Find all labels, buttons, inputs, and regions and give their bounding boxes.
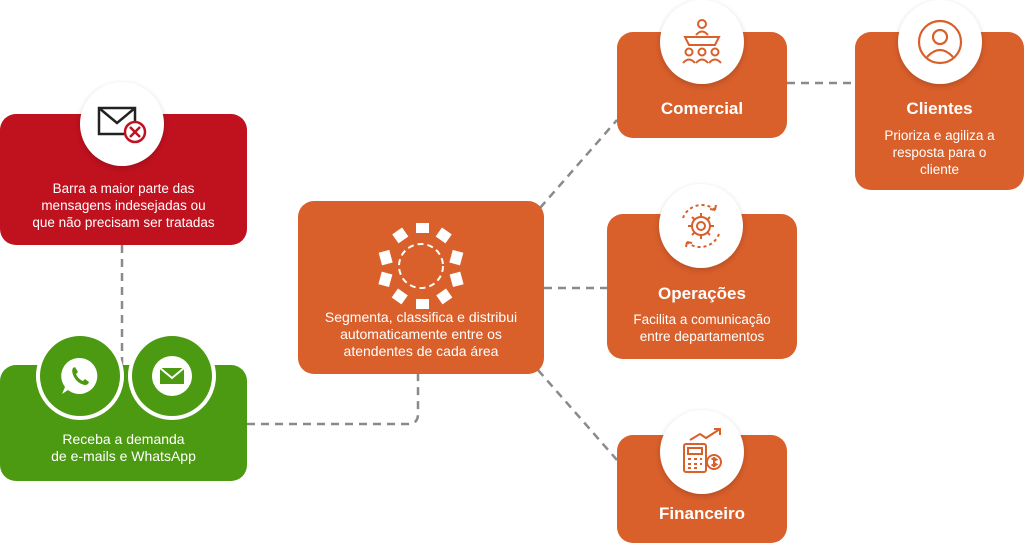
router-box: Segmenta, classifica e distribui automat…	[298, 201, 544, 374]
whatsapp-icon	[61, 357, 98, 394]
operacoes-title: Operações	[658, 284, 746, 303]
connector-router-to-comercial	[539, 119, 618, 209]
email-icon-circle	[128, 332, 216, 420]
financeiro-icon-circle	[660, 410, 744, 494]
comercial-icon-circle	[660, 0, 744, 84]
gear-cycle-icon	[682, 203, 720, 249]
clientes-description: Prioriza e agiliza a resposta para o cli…	[884, 128, 995, 177]
comercial-title: Comercial	[660, 99, 744, 118]
email-icon	[152, 356, 192, 396]
clientes-title: Clientes	[906, 99, 973, 118]
connector-router-to-financeiro	[537, 369, 618, 461]
operacoes-box: Operações Facilita a comunicação entre d…	[607, 214, 797, 359]
connector-intake-to-router	[247, 374, 420, 426]
intake-description: Receba a demanda de e-mails e WhatsApp	[51, 431, 196, 464]
router-description: Segmenta, classifica e distribui automat…	[324, 309, 518, 359]
user-icon	[917, 19, 963, 65]
operacoes-description: Facilita a comunicação entre departament…	[633, 312, 771, 344]
calculator-growth-icon	[683, 428, 722, 473]
meeting-team-icon	[682, 19, 722, 64]
financeiro-title: Financeiro	[659, 504, 745, 523]
mail-blocked-icon	[97, 106, 147, 144]
filter-icon-circle	[80, 82, 164, 166]
clientes-icon-circle	[898, 0, 982, 84]
whatsapp-icon-circle	[36, 332, 124, 420]
filter-description: Barra a maior parte das mensagens indese…	[32, 181, 215, 230]
distribution-ring-icon	[378, 223, 464, 309]
operacoes-icon-circle	[659, 184, 743, 268]
